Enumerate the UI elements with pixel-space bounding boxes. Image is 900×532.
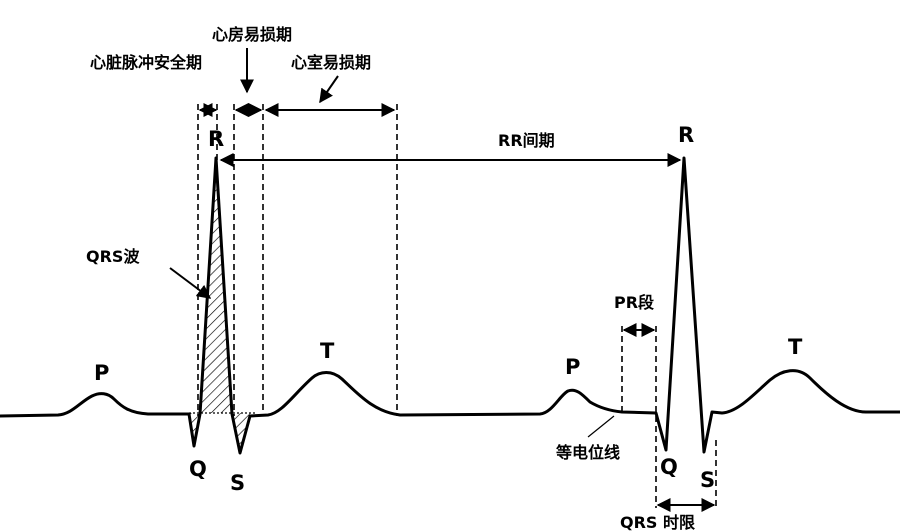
label-pr-segment: PR段 — [614, 293, 655, 312]
beat2-s-label: S — [700, 468, 715, 492]
beat1-s-label: S — [230, 471, 245, 495]
label-rr-interval: RR间期 — [498, 131, 555, 150]
label-qrs-wave: QRS波 — [86, 247, 140, 266]
beat1-r-label: R — [208, 127, 224, 151]
beat1-q-label: Q — [189, 457, 207, 481]
label-atrial-vulnerable: 心房易损期 — [212, 25, 292, 44]
beat2-r-label: R — [678, 123, 694, 147]
beat2-p-label: P — [565, 355, 580, 379]
beat1-p-label: P — [94, 361, 109, 385]
beat2-q-label: Q — [660, 455, 678, 479]
ventricular-pointer-arrow — [319, 75, 339, 104]
label-ventricular-vulnerable: 心室易损期 — [291, 53, 371, 72]
ecg-trace — [0, 156, 900, 455]
isoelectric-pointer-line — [587, 415, 615, 438]
beat1-t-label: T — [320, 339, 335, 363]
label-isoelectric-line: 等电位线 — [555, 443, 620, 462]
label-qrs-duration: QRS 时限 — [620, 513, 696, 532]
qrs-hatched-area — [189, 160, 250, 452]
qrs-wave-pointer-arrow — [169, 267, 212, 299]
beat2-t-label: T — [788, 335, 803, 359]
label-safe-period: 心脏脉冲安全期 — [90, 53, 202, 72]
